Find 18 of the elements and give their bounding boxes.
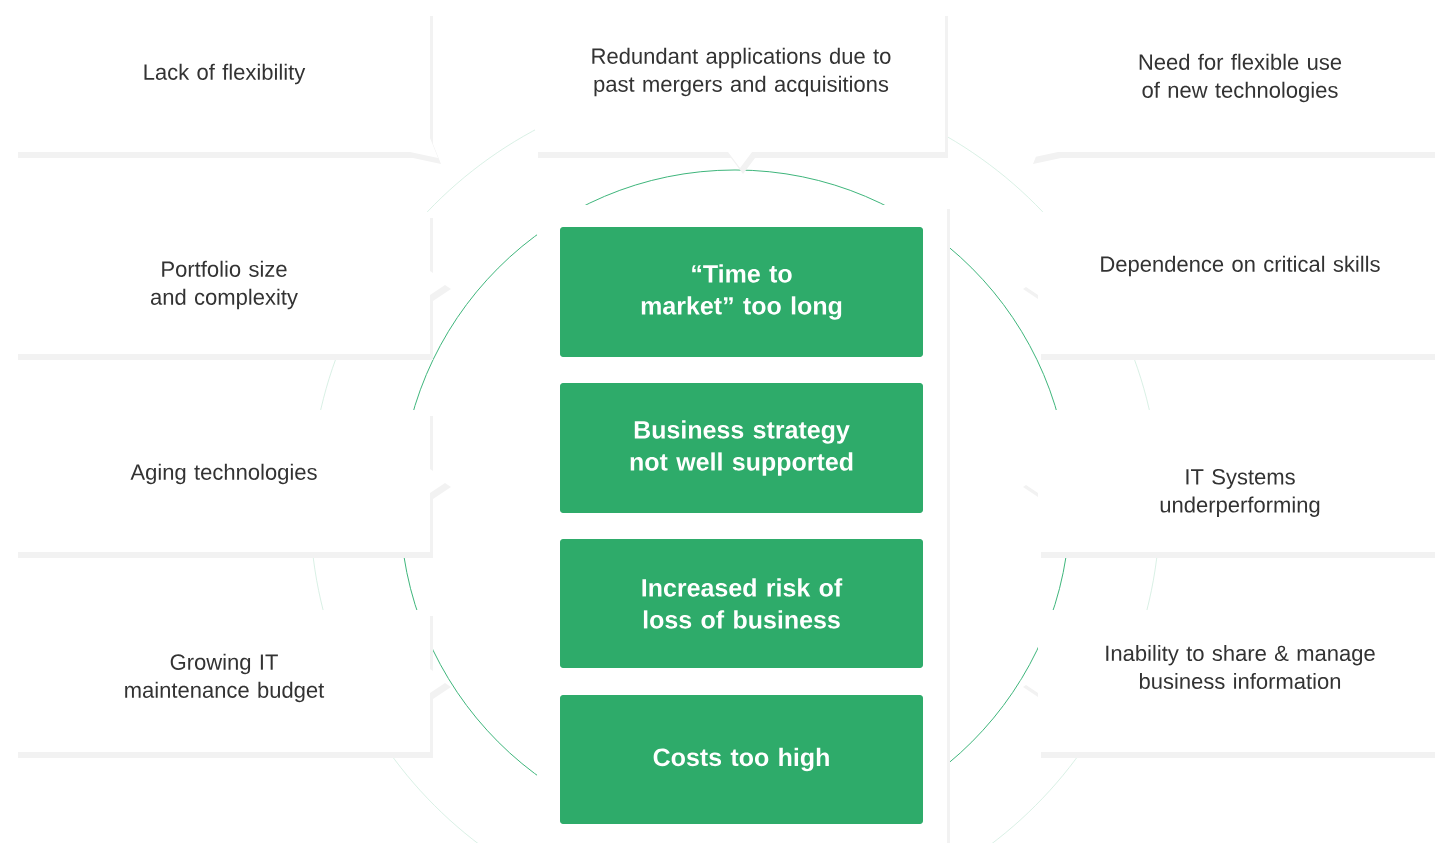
speech-card: Inability to share & manage business information [1020, 610, 1435, 758]
issue-box: Business strategy not well supported [560, 383, 923, 513]
issue-box: “Time to market” too long [560, 227, 923, 357]
issue-box: Costs too high [560, 695, 923, 824]
speech-card: Growing IT maintenance budget [15, 610, 451, 758]
node-label: Dependence on critical skills [1101, 255, 1380, 277]
speech-card: Need for flexible use of new technologies [1030, 10, 1435, 164]
speech-card: Portfolio size and complexity [15, 212, 451, 360]
node-label: Need for flexible use of new technologies [1139, 53, 1342, 103]
node-label: Growing IT maintenance budget [125, 653, 325, 703]
speech-card: Aging technologies [15, 410, 451, 558]
node-label: IT Systems underperforming [1160, 469, 1320, 517]
speech-card: Redundant applications due to past mergers and acquisitions [535, 10, 948, 174]
speech-card: Dependence on critical skills [1020, 212, 1435, 360]
issue-box: Increased risk of loss of business [560, 539, 923, 668]
node-label: Inability to share & manage business information [1106, 644, 1375, 690]
speech-card: IT Systems underperforming [1020, 410, 1435, 558]
speech-card: Lack of flexibility [15, 10, 441, 164]
